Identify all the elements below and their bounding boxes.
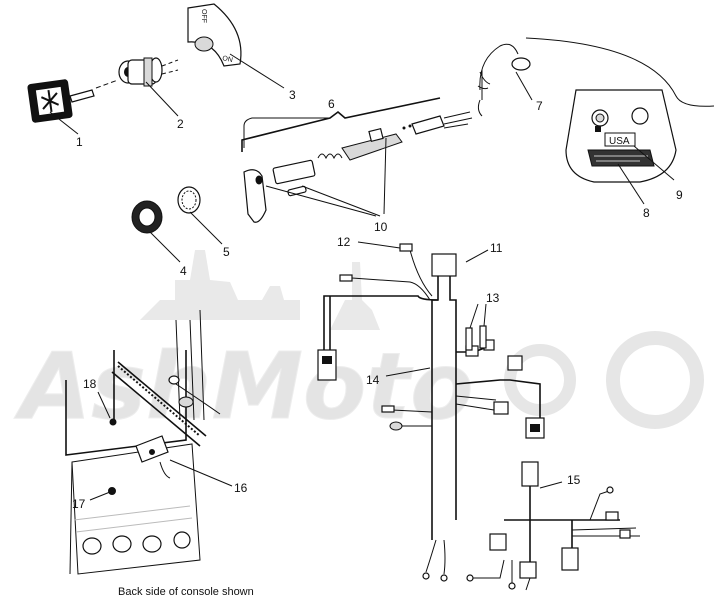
leader-lines	[49, 53, 675, 501]
callout-18: 18	[83, 377, 97, 391]
caption: Back side of console shown	[118, 586, 254, 598]
callout-5: 5	[223, 245, 230, 259]
switch-off-label: OFF	[200, 9, 207, 23]
callout-12: 12	[337, 235, 351, 249]
switch-plate: OFF ON	[187, 3, 242, 67]
ignition-switch	[118, 57, 179, 87]
callout-17: 17	[72, 497, 86, 511]
watermark-text: AshMoto	[14, 333, 473, 440]
watermark: AshMoto	[14, 250, 704, 441]
callout-15: 15	[567, 473, 581, 487]
nut-and-washer	[131, 186, 201, 234]
callout-2: 2	[177, 117, 184, 131]
console-back-side	[65, 309, 221, 575]
callout-10: 10	[374, 220, 388, 234]
callout-7: 7	[536, 99, 543, 113]
callout-3: 3	[289, 88, 296, 102]
callout-9: 9	[676, 188, 683, 202]
sub-wiring-harness	[466, 461, 640, 591]
callout-1: 1	[76, 135, 83, 149]
console-panel: USA	[525, 37, 714, 183]
callout-13: 13	[486, 291, 500, 305]
callout-11: 11	[490, 241, 503, 255]
kill-switch-assembly	[241, 97, 473, 223]
tether-cap	[477, 43, 531, 117]
main-wiring-harness	[317, 243, 545, 582]
callouts: 1 2 3 4 5 6 7 8 9 10 11 12 13 14 15 16 1…	[72, 88, 683, 511]
ignition-key	[27, 79, 119, 123]
callout-16: 16	[234, 481, 248, 495]
usa-label-text: USA	[609, 136, 630, 147]
switch-on-label: ON	[222, 55, 234, 64]
usa-label	[604, 132, 636, 147]
callout-6: 6	[328, 97, 335, 111]
callout-14: 14	[366, 373, 380, 387]
callout-4: 4	[180, 264, 187, 278]
callout-8: 8	[643, 206, 650, 220]
